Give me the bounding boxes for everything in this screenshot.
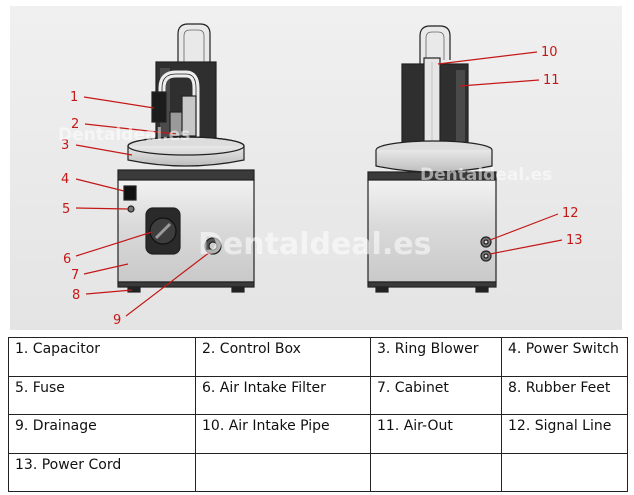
legend-cell [370, 452, 502, 492]
legend-cell: 9. Drainage [8, 414, 196, 454]
blower-diagram: 1 2 3 4 5 6 7 8 9 10 11 12 13 Dentaldeal… [10, 6, 622, 336]
leader-line-3 [75, 144, 133, 156]
leader-line-1 [83, 96, 155, 109]
watermarks: Dentaldeal.es Dentaldeal.es Dentaldeal.e… [22, 125, 552, 336]
legend-row: 1. Capacitor 2. Control Box 3. Ring Blow… [8, 337, 628, 377]
callout-11: 11 [543, 73, 560, 88]
legend-cell: 5. Fuse [8, 375, 196, 415]
callout-10: 10 [541, 45, 558, 60]
leader-line-11 [459, 79, 540, 87]
watermark-1: Dentaldeal.es [58, 125, 190, 145]
callout-6: 6 [63, 252, 71, 267]
legend-cell: 7. Cabinet [370, 375, 502, 415]
front-view-unit [117, 23, 255, 293]
photo-background [10, 6, 622, 330]
legend-cell: 1. Capacitor [8, 337, 196, 377]
back-view-unit [367, 25, 497, 293]
callout-8: 8 [72, 288, 80, 303]
leader-line-4 [75, 178, 125, 192]
watermark-2: Dentaldeal.es [420, 165, 552, 185]
legend-cell: 4. Power Switch [501, 337, 628, 377]
watermark-3: Dentaldeal.es [198, 227, 431, 262]
legend-row: 13. Power Cord [8, 452, 628, 492]
leader-line-8 [85, 289, 133, 295]
callout-2: 2 [71, 117, 79, 132]
legend-row: 5. Fuse 6. Air Intake Filter 7. Cabinet … [8, 375, 628, 415]
leader-line-9 [125, 251, 211, 317]
legend-cell: 3. Ring Blower [370, 337, 502, 377]
callout-1: 1 [70, 90, 78, 105]
leader-line-7 [83, 263, 129, 275]
leader-line-12 [489, 213, 559, 241]
callout-12: 12 [562, 206, 579, 221]
callout-5: 5 [62, 202, 70, 217]
callout-3: 3 [61, 138, 69, 153]
callout-7: 7 [71, 268, 79, 283]
legend-cell: 11. Air-Out [370, 414, 502, 454]
leader-line-5 [75, 207, 129, 210]
legend-cell [501, 452, 628, 492]
callout-4: 4 [61, 172, 69, 187]
legend-cell: 6. Air Intake Filter [195, 375, 371, 415]
legend-cell: 13. Power Cord [8, 452, 196, 492]
legend-cell [195, 452, 371, 492]
leader-line-10 [437, 51, 538, 65]
legend-cell: 12. Signal Line [501, 414, 628, 454]
callout-9: 9 [113, 313, 121, 328]
leader-lines [75, 51, 563, 317]
leader-line-6 [75, 231, 153, 257]
legend-cell: 8. Rubber Feet [501, 375, 628, 415]
leader-line-2 [84, 123, 177, 135]
legend-cell: 2. Control Box [195, 337, 371, 377]
callout-labels: 1 2 3 4 5 6 7 8 9 10 11 12 13 [61, 45, 583, 328]
legend-row: 9. Drainage 10. Air Intake Pipe 11. Air-… [8, 414, 628, 454]
legend-cell: 10. Air Intake Pipe [195, 414, 371, 454]
callout-13: 13 [566, 233, 583, 248]
watermark-4: Dentaldeal.es [22, 331, 154, 336]
leader-line-13 [489, 239, 563, 255]
parts-legend-table: 1. Capacitor 2. Control Box 3. Ring Blow… [8, 337, 628, 492]
